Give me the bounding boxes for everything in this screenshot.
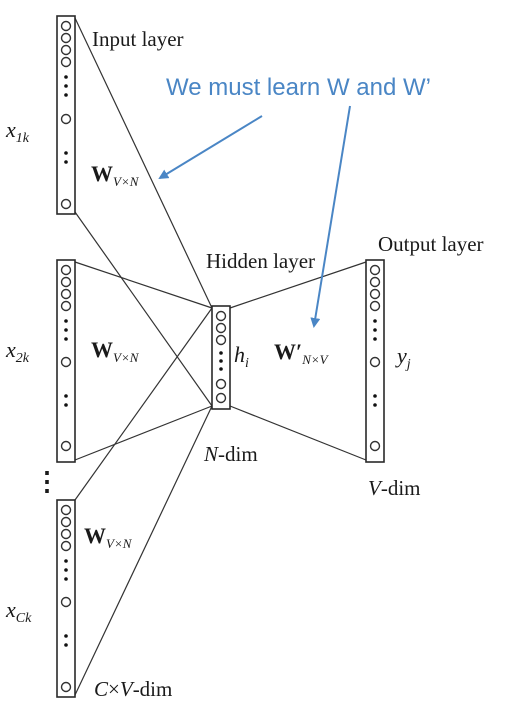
input-layer-c [56, 499, 76, 698]
ellipsis-dot [219, 351, 223, 355]
node [369, 356, 381, 368]
ellipsis-dot [64, 151, 68, 155]
node [60, 356, 72, 368]
node [60, 528, 72, 540]
node [60, 20, 72, 32]
ellipsis-dot [373, 403, 377, 407]
output-layer [365, 259, 385, 463]
arrow-to-w [158, 115, 263, 180]
ellipsis-dot [64, 84, 68, 88]
n-dim-label: N-dim [203, 442, 258, 466]
node [60, 440, 72, 452]
node [369, 300, 381, 312]
ellipsis-dot [64, 160, 68, 164]
x2k-label: x2k [5, 337, 30, 366]
ellipsis-dot [219, 367, 223, 371]
annotation-arrows [158, 105, 351, 328]
node [60, 300, 72, 312]
ellipsis-dot [64, 643, 68, 647]
node [60, 596, 72, 608]
node [60, 681, 72, 693]
ellipsis-dot [373, 337, 377, 341]
connection-output-bottom [229, 405, 367, 461]
ellipsis-dot [64, 319, 68, 323]
output-layer-label: Output layer [378, 232, 484, 256]
wprime-label: W′N×V [274, 339, 330, 367]
v-dim-label: V-dim [368, 476, 421, 500]
node [60, 56, 72, 68]
node [60, 276, 72, 288]
node [215, 378, 227, 390]
node [60, 44, 72, 56]
node [215, 392, 227, 404]
ellipsis-dot [64, 337, 68, 341]
input-layer-label: Input layer [92, 27, 184, 51]
connection-inputc-top [74, 307, 213, 501]
node [60, 516, 72, 528]
ellipsis-dot [64, 634, 68, 638]
node [369, 276, 381, 288]
ellipsis-dot [219, 359, 223, 363]
node [60, 540, 72, 552]
ellipsis-dot [64, 559, 68, 563]
node [215, 334, 227, 346]
hidden-layer [211, 305, 231, 410]
w-label-1: WV×N [91, 161, 140, 189]
node [215, 310, 227, 322]
node [215, 322, 227, 334]
ellipsis-dot [64, 93, 68, 97]
ellipsis-dot [64, 577, 68, 581]
node [60, 32, 72, 44]
node [60, 198, 72, 210]
hi-label: hi [234, 342, 249, 371]
ellipsis-dot [373, 319, 377, 323]
w-label-c: WV×N [84, 523, 133, 551]
yj-label: yj [395, 343, 411, 372]
x1k-label: x1k [5, 117, 30, 146]
vertical-ellipsis: ⋮ [34, 467, 60, 496]
ellipsis-dot [64, 328, 68, 332]
node [369, 440, 381, 452]
connection-inputc-bottom [74, 405, 213, 696]
xck-label: xCk [5, 597, 32, 626]
node [369, 264, 381, 276]
connection-input1-bottom [74, 211, 213, 407]
ellipsis-dot [64, 394, 68, 398]
connection-input2-top [74, 261, 213, 309]
hidden-layer-label: Hidden layer [206, 249, 315, 273]
input-layer-1 [56, 15, 76, 215]
annotation-text: We must learn W and W’ [166, 74, 431, 101]
connection-input1-top [74, 17, 213, 309]
ellipsis-dot [64, 75, 68, 79]
arrow-to-wprime [310, 105, 351, 328]
w-label-2: WV×N [91, 337, 140, 365]
connection-output-top [229, 261, 367, 309]
ellipsis-dot [64, 568, 68, 572]
node [60, 288, 72, 300]
ellipsis-dot [373, 328, 377, 332]
ellipsis-dot [373, 394, 377, 398]
connections [74, 17, 367, 696]
ellipsis-dot [64, 403, 68, 407]
node [369, 288, 381, 300]
cv-dim-label: C×V-dim [94, 677, 172, 701]
node [60, 264, 72, 276]
node [60, 113, 72, 125]
connection-input2-bottom [74, 405, 213, 461]
input-layer-2 [56, 259, 76, 463]
node [60, 504, 72, 516]
